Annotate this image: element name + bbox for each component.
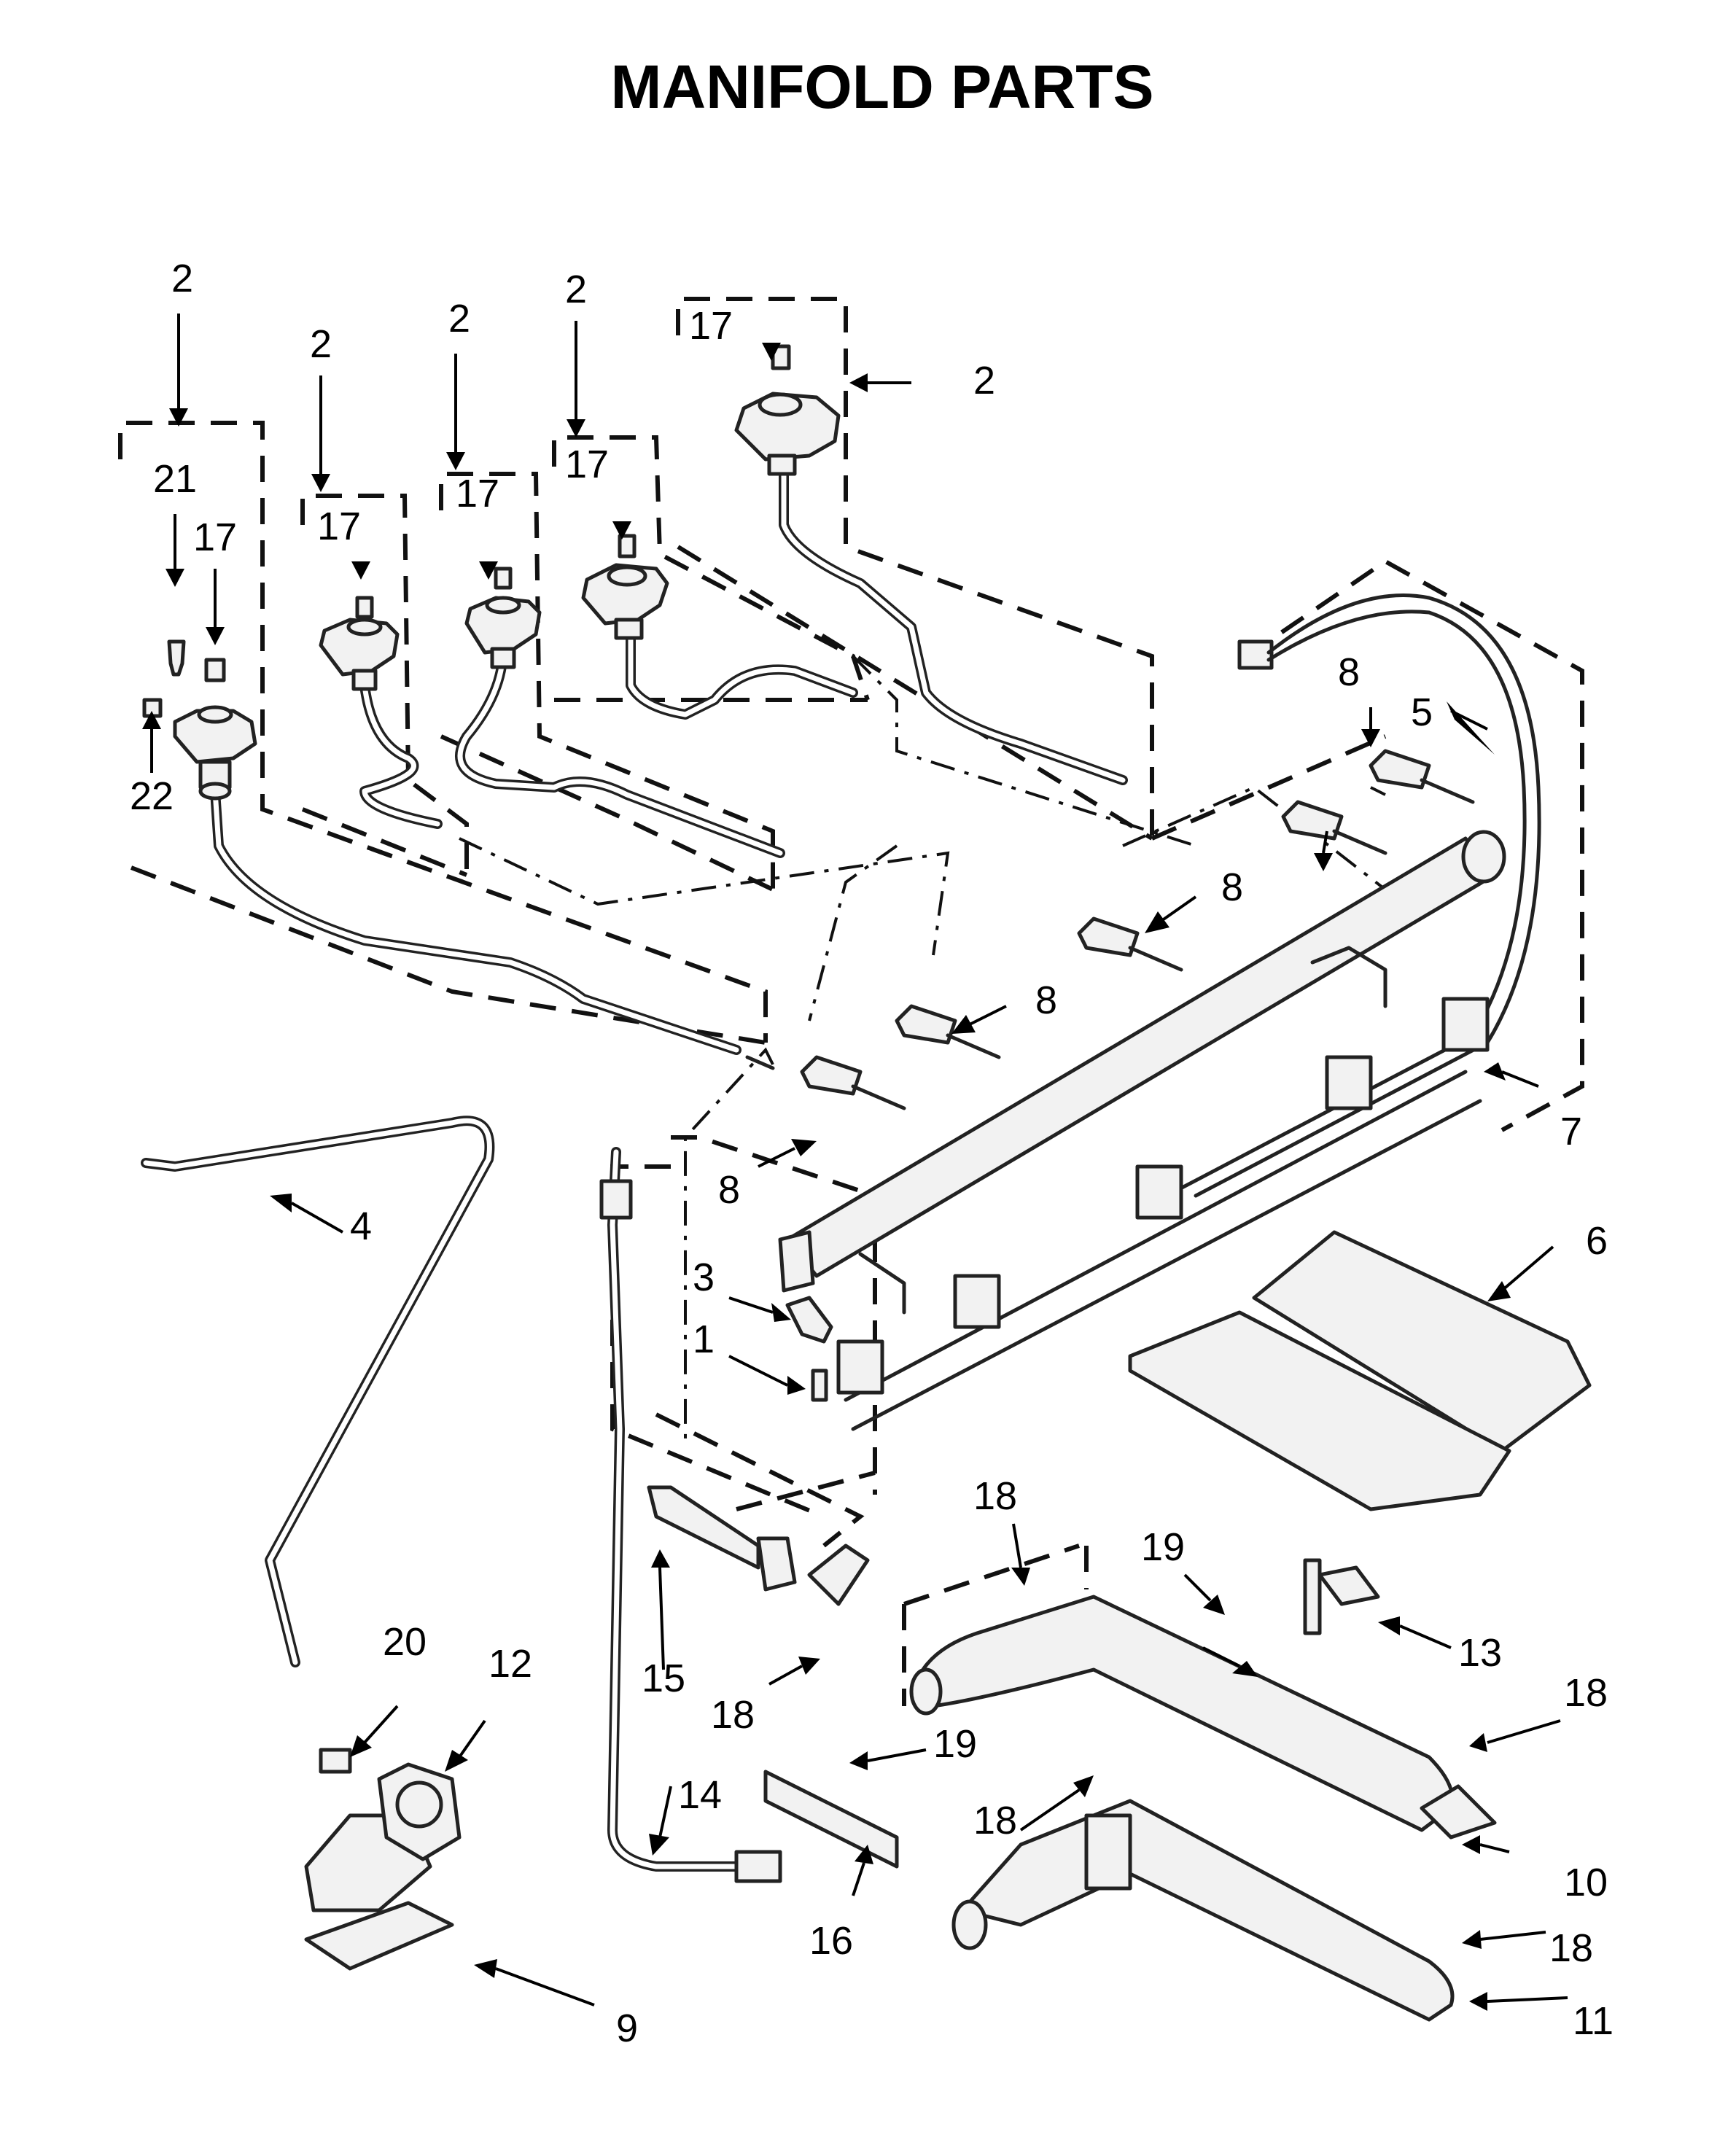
burner-tube-11 (951, 1799, 1455, 2022)
callout-2: 2 (973, 359, 995, 402)
igniter-13 (1303, 1558, 1380, 1635)
callout-17: 17 (565, 443, 609, 486)
screw-1 (811, 1369, 828, 1402)
callout-3: 3 (693, 1256, 715, 1299)
callout-2: 2 (171, 257, 193, 300)
callout-labels: 2 2 2 2 2 17 17 17 17 17 21 22 8 5 8 8 8… (130, 257, 1614, 2050)
callout-19: 19 (1141, 1525, 1185, 1569)
callout-8: 8 (1221, 865, 1243, 909)
callout-20: 20 (383, 1620, 427, 1664)
callout-8: 8 (1338, 650, 1360, 694)
igniter-16 (763, 1770, 899, 1869)
callout-16: 16 (809, 1919, 853, 1963)
callout-8: 8 (718, 1168, 740, 1212)
burner-valve-2 (319, 596, 400, 691)
callout-18: 18 (973, 1799, 1017, 1842)
orifice-holders (800, 749, 1475, 1110)
callout-12: 12 (489, 1642, 532, 1686)
burner-valve-1 (173, 658, 257, 801)
callout-leaders (142, 314, 1568, 2011)
callout-18: 18 (1564, 1671, 1608, 1715)
assembly-outlines (118, 297, 1584, 1706)
callout-2: 2 (565, 268, 587, 311)
support-rails (836, 997, 1490, 1431)
callout-17: 17 (193, 515, 237, 559)
callout-8: 8 (1035, 978, 1057, 1022)
callout-17: 17 (689, 304, 733, 348)
callout-21: 21 (153, 457, 197, 501)
callout-2: 2 (448, 297, 470, 340)
wiring-harness (1164, 593, 1541, 1198)
callout-13: 13 (1458, 1631, 1502, 1675)
pin-21 (167, 639, 186, 677)
callout-18: 18 (1549, 1926, 1593, 1970)
diagram-title: MANIFOLD PARTS (610, 52, 1153, 121)
manifold-pipe (778, 830, 1506, 1315)
burner-tube-10 (909, 1595, 1497, 1840)
callout-22: 22 (130, 774, 174, 818)
callout-4: 4 (350, 1204, 372, 1248)
supply-tube (599, 1147, 782, 1883)
callout-18: 18 (973, 1474, 1017, 1518)
callout-14: 14 (678, 1773, 722, 1817)
heat-shield (1128, 1230, 1592, 1511)
callout-10: 10 (1564, 1861, 1608, 1904)
gas-tubes (210, 462, 1128, 1070)
callout-9: 9 (616, 2006, 638, 2050)
callout-19: 19 (933, 1722, 977, 1766)
callout-2: 2 (310, 322, 332, 366)
callout-17: 17 (456, 472, 499, 515)
callout-7: 7 (1560, 1110, 1582, 1153)
burner-valve-4 (581, 534, 669, 640)
burner-valve-3 (464, 567, 542, 669)
callout-6: 6 (1586, 1219, 1608, 1263)
callout-1: 1 (693, 1317, 715, 1361)
elbow-fitting-15 (647, 1485, 870, 1606)
callout-11: 11 (1573, 1999, 1614, 2043)
callout-17: 17 (317, 505, 361, 548)
callout-15: 15 (642, 1657, 685, 1700)
bracket-3 (785, 1296, 833, 1344)
regulator-tube (141, 1116, 495, 1667)
pressure-regulator (304, 1748, 462, 1971)
callout-5: 5 (1411, 690, 1433, 734)
burner-valve-5 (734, 344, 841, 476)
callout-18: 18 (711, 1693, 755, 1737)
